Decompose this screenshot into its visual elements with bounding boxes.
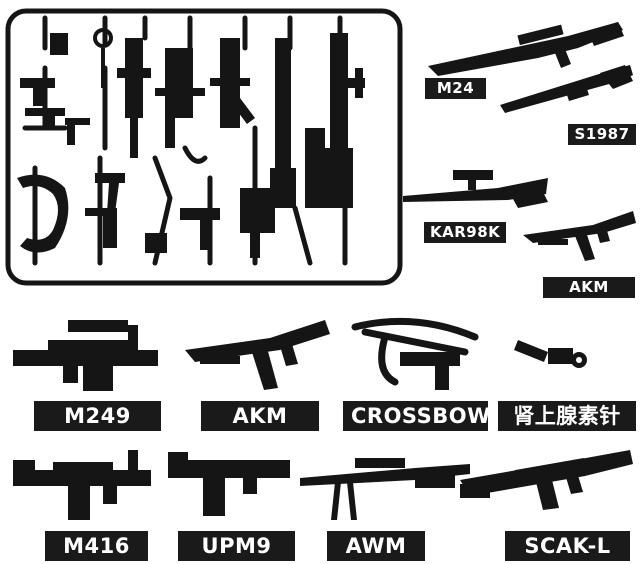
- adrenaline-label: 肾上腺素针: [498, 401, 636, 431]
- weapon-sprue-frame: [5, 8, 403, 286]
- awm-sniper-icon: [300, 458, 470, 520]
- akm-rifle-icon: [185, 320, 330, 390]
- akm-top-label: AKM: [543, 277, 635, 298]
- s1987-shotgun-icon: [500, 65, 633, 113]
- m249-label: M249: [34, 401, 161, 431]
- m416-label: M416: [45, 531, 148, 561]
- m24-sniper-icon: [428, 22, 624, 76]
- scak-l-label: SCAK-L: [505, 531, 630, 561]
- m24-label: M24: [425, 78, 486, 99]
- upm9-label: UPM9: [178, 531, 295, 561]
- s1987-label: S1987: [568, 124, 636, 145]
- upm9-smg-icon: [168, 452, 290, 516]
- crossbow-icon: [351, 317, 479, 390]
- scak-l-rifle-icon: [460, 450, 633, 510]
- awm-label: AWM: [327, 531, 425, 561]
- akm-label: AKM: [201, 401, 319, 431]
- m249-machine-gun-icon: [13, 320, 158, 391]
- akm-rifle-icon-top: [523, 211, 636, 261]
- adrenaline-syringe-icon: [514, 340, 587, 368]
- kar98k-label: KAR98K: [424, 222, 506, 243]
- m416-rifle-icon: [13, 450, 151, 520]
- crossbow-label: CROSSBOW: [343, 401, 490, 431]
- kar98k-rifle-icon: [403, 170, 548, 208]
